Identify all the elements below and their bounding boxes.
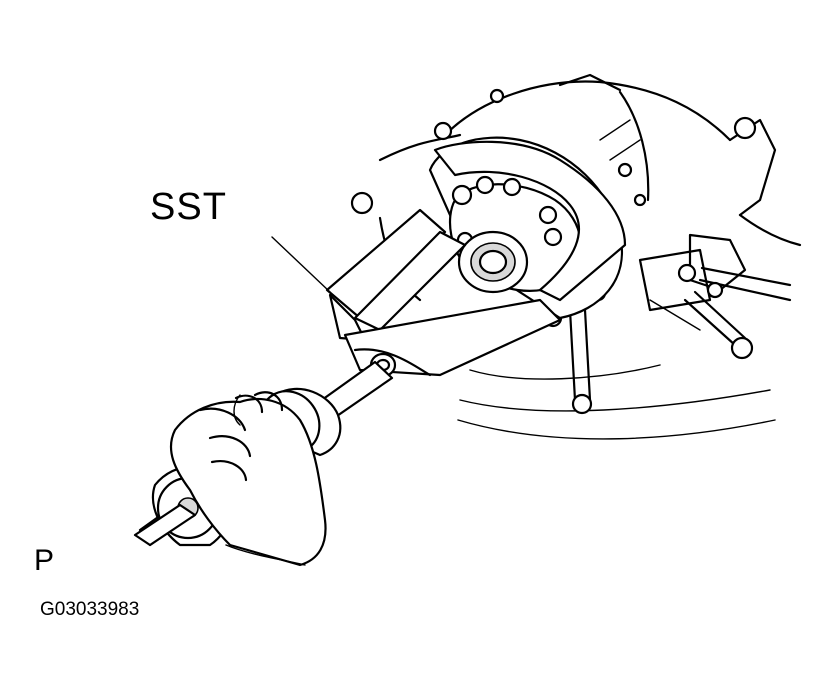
hand [170,391,327,567]
sst-callout-label: SST [150,186,227,228]
figure-code-label: G03033983 [40,599,140,620]
differential-housing [350,73,802,440]
view-marker-label: P [34,544,55,577]
sst-puller-frame [271,140,627,378]
